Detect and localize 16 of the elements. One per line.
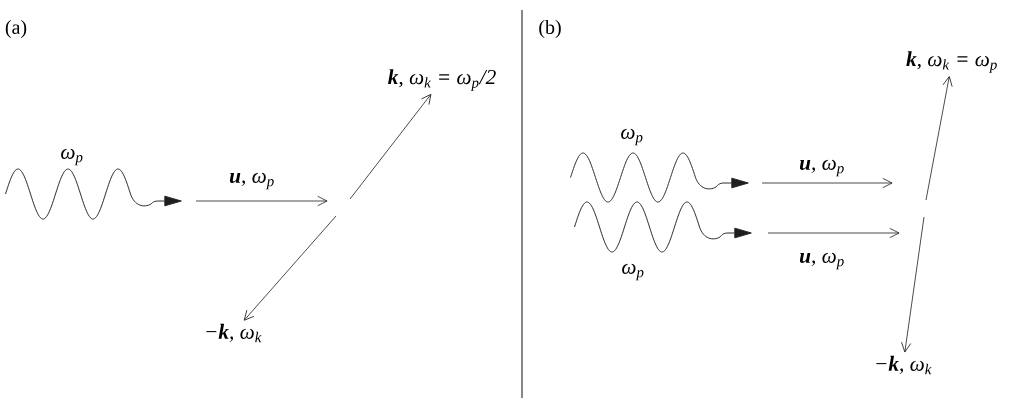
- vector-label: u, ω$_{p}$: [799, 159, 844, 177]
- wave-label: ω$_{p}$: [61, 148, 83, 166]
- arrow: [243, 215, 337, 321]
- vector-label: −k, ω$_{k}$: [206, 323, 262, 343]
- wave-label: ω$_{p}$: [621, 128, 643, 146]
- vector-label: u, ω$_{p}$: [799, 252, 844, 270]
- vector-label: k, ω$_{k}$ = ω$_{p}$: [906, 51, 997, 73]
- panel-label: (a): [5, 19, 27, 39]
- panel-label: (b): [539, 19, 561, 39]
- arrow: [349, 93, 432, 200]
- arrow: [925, 76, 953, 201]
- vector-label: u, ω$_{p}$: [229, 172, 274, 190]
- vector-label: −k, ω$_{k}$: [876, 355, 932, 375]
- wave-label: ω$_{p}$: [622, 263, 644, 281]
- arrow: [901, 216, 925, 353]
- vector-label: k, ω$_{k}$ = ω$_{p}$/2: [388, 69, 496, 91]
